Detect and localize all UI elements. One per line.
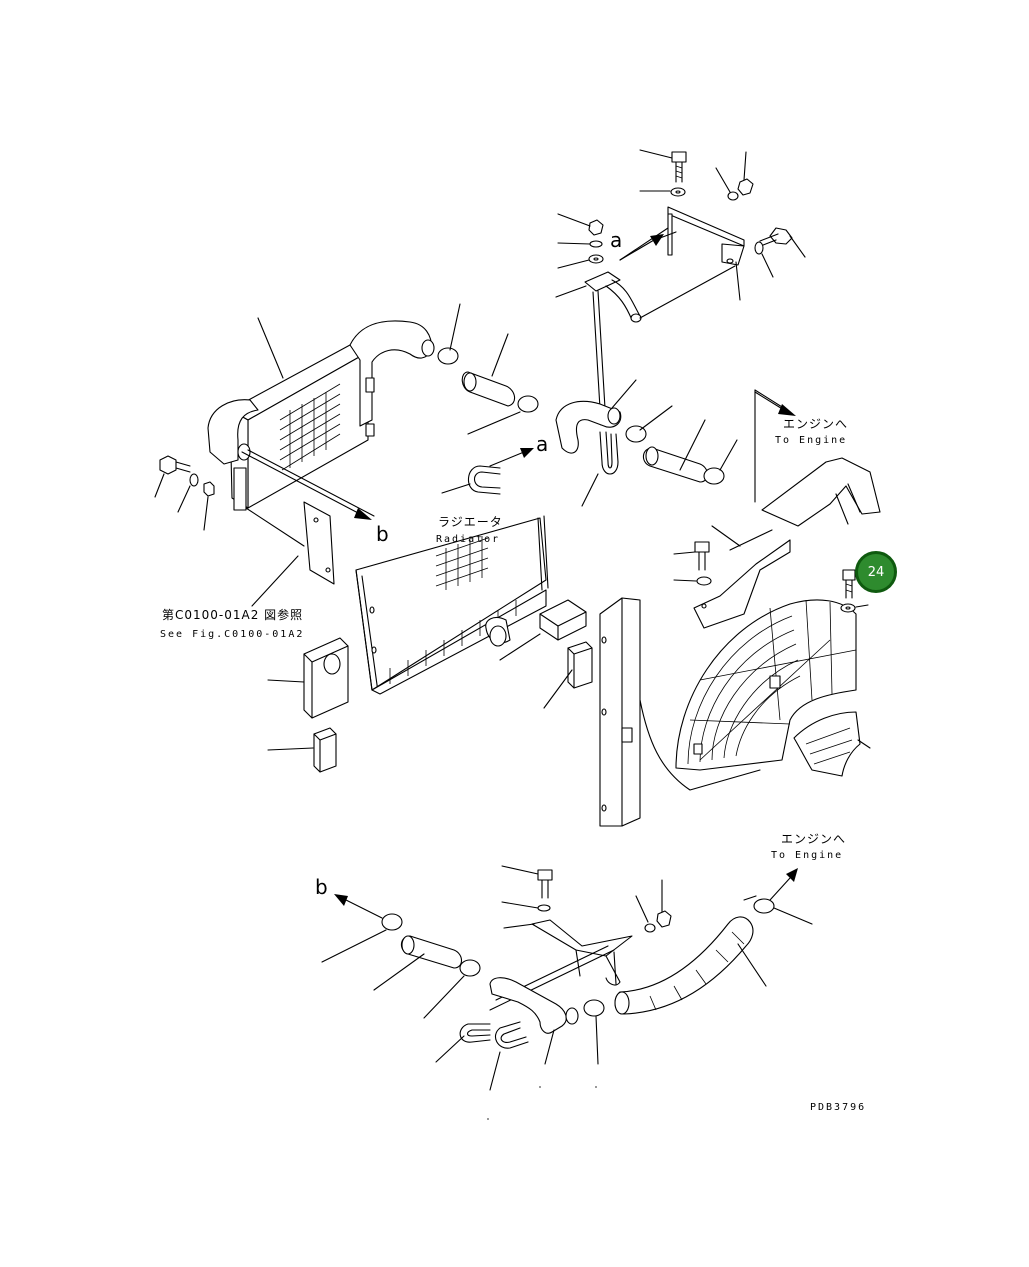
arrow-to-engine-lower <box>769 868 798 901</box>
u-bolts-lower <box>435 1021 529 1091</box>
lower-bolt-nut <box>501 865 672 933</box>
top-bolt <box>639 149 687 183</box>
see-fig-jp: 第C0100-01A2 図参照 <box>162 608 304 622</box>
shroud-mount-bracket <box>693 525 791 629</box>
lower-hose-left <box>321 913 481 1019</box>
see-fig-leader <box>251 555 299 607</box>
callout-number: 24 <box>867 564 885 580</box>
shroud-side-panel <box>599 597 761 827</box>
shroud-bolt-24 <box>840 569 869 613</box>
stay-bracket <box>555 265 736 426</box>
shroud-bolt-washer <box>673 541 712 586</box>
part-callout-24[interactable]: 24 <box>855 551 897 593</box>
rubber-blocks <box>267 637 593 773</box>
label-b-bottom: b <box>315 875 328 899</box>
radiator-body <box>355 515 549 695</box>
fan-shroud-guard <box>675 599 857 771</box>
arrow-a-mid <box>489 448 534 467</box>
upper-cover-plate <box>245 501 335 585</box>
to-engine-jp-lower: エンジンへ <box>781 832 847 846</box>
arrow-to-engine-upper <box>754 391 796 416</box>
label-a-mid: a <box>536 432 549 456</box>
left-nut-stack <box>557 213 604 269</box>
to-engine-jp-upper: エンジンへ <box>783 417 849 431</box>
bottom-tick-marks <box>487 1086 597 1120</box>
to-engine-en-lower: To Engine <box>771 850 844 861</box>
top-right-nut <box>715 151 754 201</box>
arrow-a-top <box>619 234 664 261</box>
upper-hose-set <box>437 303 738 485</box>
radiator-cap <box>539 599 587 641</box>
left-bolt-set <box>154 455 215 531</box>
right-bolt <box>754 227 806 278</box>
arrow-b-mid <box>241 451 372 520</box>
lower-shroud-piece <box>793 711 871 777</box>
see-fig-en: See Fig.C0100-01A2 <box>160 629 305 640</box>
long-engine-hose <box>614 916 767 1015</box>
upper-bracket <box>619 206 745 301</box>
top-washer <box>639 187 686 197</box>
radiator-en: Radiator <box>436 534 501 545</box>
drawing-code: PDB3796 <box>810 1102 867 1113</box>
label-b-mid: b <box>376 522 389 546</box>
lower-pipe <box>489 977 605 1065</box>
u-bolts-upper <box>441 431 619 507</box>
engine-hose-clamp <box>743 895 813 925</box>
arrow-b-bottom <box>334 894 383 919</box>
to-engine-en-upper: To Engine <box>775 435 848 446</box>
radiator-jp: ラジエータ <box>438 515 503 529</box>
engine-bracket-upper <box>754 389 881 527</box>
label-a-top: a <box>610 228 623 252</box>
upper-radiator-core <box>207 317 435 517</box>
